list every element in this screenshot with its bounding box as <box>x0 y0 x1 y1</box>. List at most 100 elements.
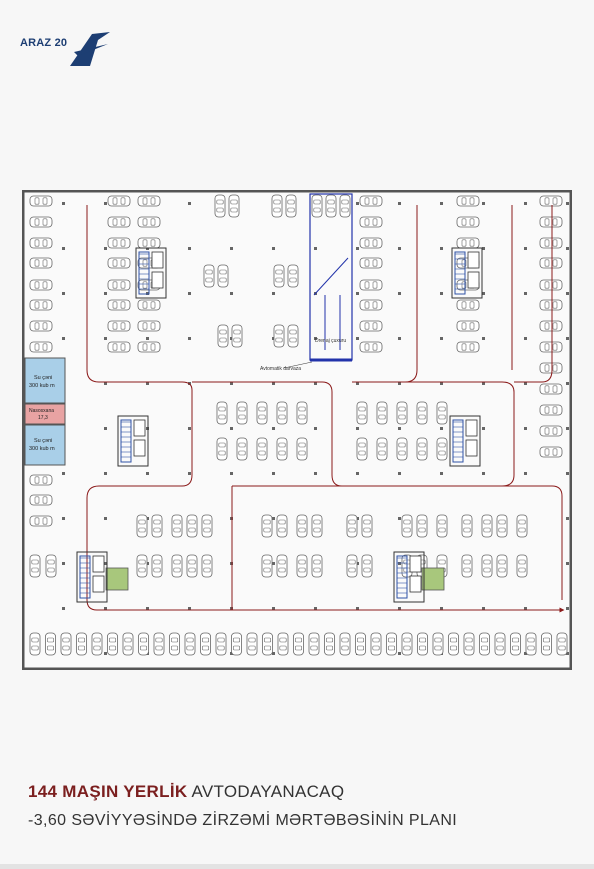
column <box>188 607 191 610</box>
column <box>524 382 527 385</box>
parking-space <box>356 437 368 461</box>
bottom-rule <box>0 864 594 869</box>
parking-space <box>296 554 308 578</box>
column <box>524 427 527 430</box>
column <box>314 247 317 250</box>
parking-space <box>355 632 366 656</box>
column <box>566 607 569 610</box>
stair-core <box>393 551 425 603</box>
parking-space <box>359 237 383 249</box>
column <box>356 517 359 520</box>
parking-space <box>169 632 180 656</box>
parking-space <box>396 437 408 461</box>
parking-space <box>122 632 134 656</box>
caption-title: 144 MAŞIN YERLİK AVTODAYANACAQ <box>28 782 568 802</box>
parking-space <box>136 514 148 538</box>
parking-space <box>539 195 563 207</box>
parking-space <box>76 632 87 656</box>
water-tank-upper-label: Su çəni <box>34 375 52 381</box>
parking-space <box>359 257 383 269</box>
column <box>146 562 149 565</box>
column <box>188 337 191 340</box>
column <box>566 427 569 430</box>
column <box>188 292 191 295</box>
column <box>230 652 233 655</box>
caption-title-rest: AVTODAYANACAQ <box>187 782 345 801</box>
parking-space <box>361 514 373 538</box>
column <box>104 292 107 295</box>
parking-space <box>308 632 320 656</box>
stair-core <box>449 415 481 467</box>
column <box>398 247 401 250</box>
parking-space <box>396 401 408 425</box>
water-tank-lower-capacity: 300 kub m <box>29 446 55 452</box>
parking-space <box>436 514 448 538</box>
column <box>62 292 65 295</box>
parking-space <box>153 632 165 656</box>
parking-space <box>203 264 215 288</box>
parking-space <box>539 362 563 374</box>
parking-space <box>171 554 183 578</box>
parking-space <box>29 216 53 228</box>
column <box>62 202 65 205</box>
parking-space <box>401 514 413 538</box>
parking-space <box>287 264 299 288</box>
column <box>314 427 317 430</box>
parking-space <box>216 437 228 461</box>
parking-space <box>246 632 258 656</box>
parking-space <box>217 324 229 348</box>
parking-space <box>539 216 563 228</box>
parking-space <box>541 632 552 656</box>
parking-space <box>29 195 53 207</box>
parking-space <box>29 632 41 656</box>
column <box>272 517 275 520</box>
parking-space <box>359 341 383 353</box>
column <box>440 202 443 205</box>
parking-space <box>456 341 480 353</box>
column <box>356 337 359 340</box>
column <box>566 382 569 385</box>
stair-core <box>135 247 167 299</box>
column <box>314 607 317 610</box>
column <box>356 472 359 475</box>
parking-space <box>359 279 383 291</box>
column <box>398 607 401 610</box>
parking-space <box>137 341 161 353</box>
parking-space <box>29 341 53 353</box>
parking-space <box>107 279 131 291</box>
parking-space <box>539 425 563 437</box>
parking-space <box>456 216 480 228</box>
parking-space <box>29 257 53 269</box>
parking-space <box>296 514 308 538</box>
parking-space <box>217 264 229 288</box>
parking-space <box>293 632 304 656</box>
column <box>566 292 569 295</box>
column <box>188 472 191 475</box>
column <box>524 472 527 475</box>
parking-space <box>256 437 268 461</box>
parking-space <box>186 514 198 538</box>
column <box>62 337 65 340</box>
logo-text: ARAZ 20 <box>20 37 68 49</box>
parking-space <box>417 632 428 656</box>
araz-logo-icon <box>70 32 110 66</box>
caption-highlight: 144 MAŞIN YERLİK <box>28 782 188 801</box>
column <box>440 382 443 385</box>
parking-space <box>539 299 563 311</box>
parking-space <box>215 632 227 656</box>
parking-space <box>201 554 213 578</box>
water-tank-upper-capacity: 300 kub m <box>29 383 55 389</box>
parking-space <box>359 195 383 207</box>
parking-space <box>107 632 118 656</box>
parking-space <box>138 632 149 656</box>
parking-space <box>271 194 283 218</box>
parking-space <box>481 554 493 578</box>
column <box>62 562 65 565</box>
parking-space <box>370 632 382 656</box>
parking-space <box>376 401 388 425</box>
parking-space <box>29 474 53 486</box>
column <box>398 202 401 205</box>
parking-space <box>539 279 563 291</box>
parking-space <box>325 194 337 218</box>
column <box>398 337 401 340</box>
